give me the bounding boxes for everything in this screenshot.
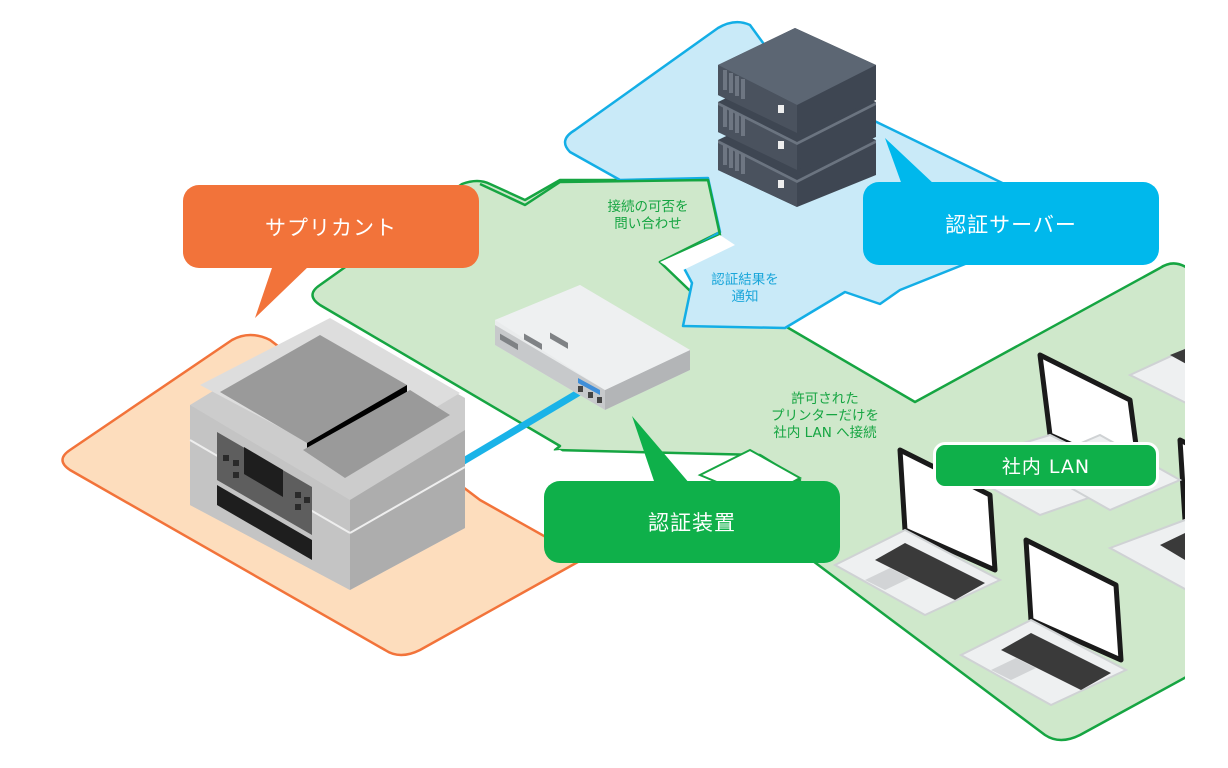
- lan-label: 社内 LAN: [1001, 456, 1091, 478]
- laptop-icon: [1107, 437, 1185, 591]
- supplicant-label: サプリカント: [265, 215, 397, 240]
- allowed-note-line-1: 許可された: [791, 391, 859, 407]
- network-switch-icon: [495, 285, 690, 410]
- multifunction-printer-icon: [189, 318, 466, 590]
- authenticator-label: 認証装置: [648, 511, 736, 535]
- authenticator-callout: 認証装置: [544, 481, 840, 563]
- auth-server-callout: 認証サーバー: [863, 182, 1159, 265]
- supplicant-callout: サプリカント: [183, 185, 479, 268]
- query-note-line-2: 問い合わせ: [614, 216, 682, 232]
- notify-note-line-2: 通知: [731, 289, 759, 305]
- query-note: 接続の可否を 問い合わせ: [583, 199, 713, 233]
- laptop-icon: [832, 447, 1003, 617]
- server-callout-tail: [885, 138, 935, 185]
- laptop-icon: [1127, 348, 1185, 404]
- laptop-icon: [958, 537, 1129, 707]
- server-stack-icon: [718, 28, 876, 207]
- allowed-note: 許可された プリンターだけを 社内 LAN へ接続: [740, 391, 910, 442]
- right-margin: [1186, 0, 1228, 764]
- zone-gap-link: [660, 235, 735, 273]
- auth-server-label: 認証サーバー: [945, 212, 1077, 237]
- cable: [460, 386, 585, 466]
- supplicant-callout-tail: [255, 265, 310, 318]
- lan-callout: 社内 LAN: [933, 442, 1159, 489]
- authenticator-callout-tail: [632, 416, 690, 484]
- allowed-note-line-2: プリンターだけを: [771, 408, 879, 424]
- query-note-line-1: 接続の可否を: [607, 199, 689, 215]
- notify-note: 認証結果を 通知: [690, 272, 800, 306]
- notify-note-line-1: 認証結果を: [711, 272, 779, 288]
- allowed-note-line-3: 社内 LAN へ接続: [773, 425, 877, 441]
